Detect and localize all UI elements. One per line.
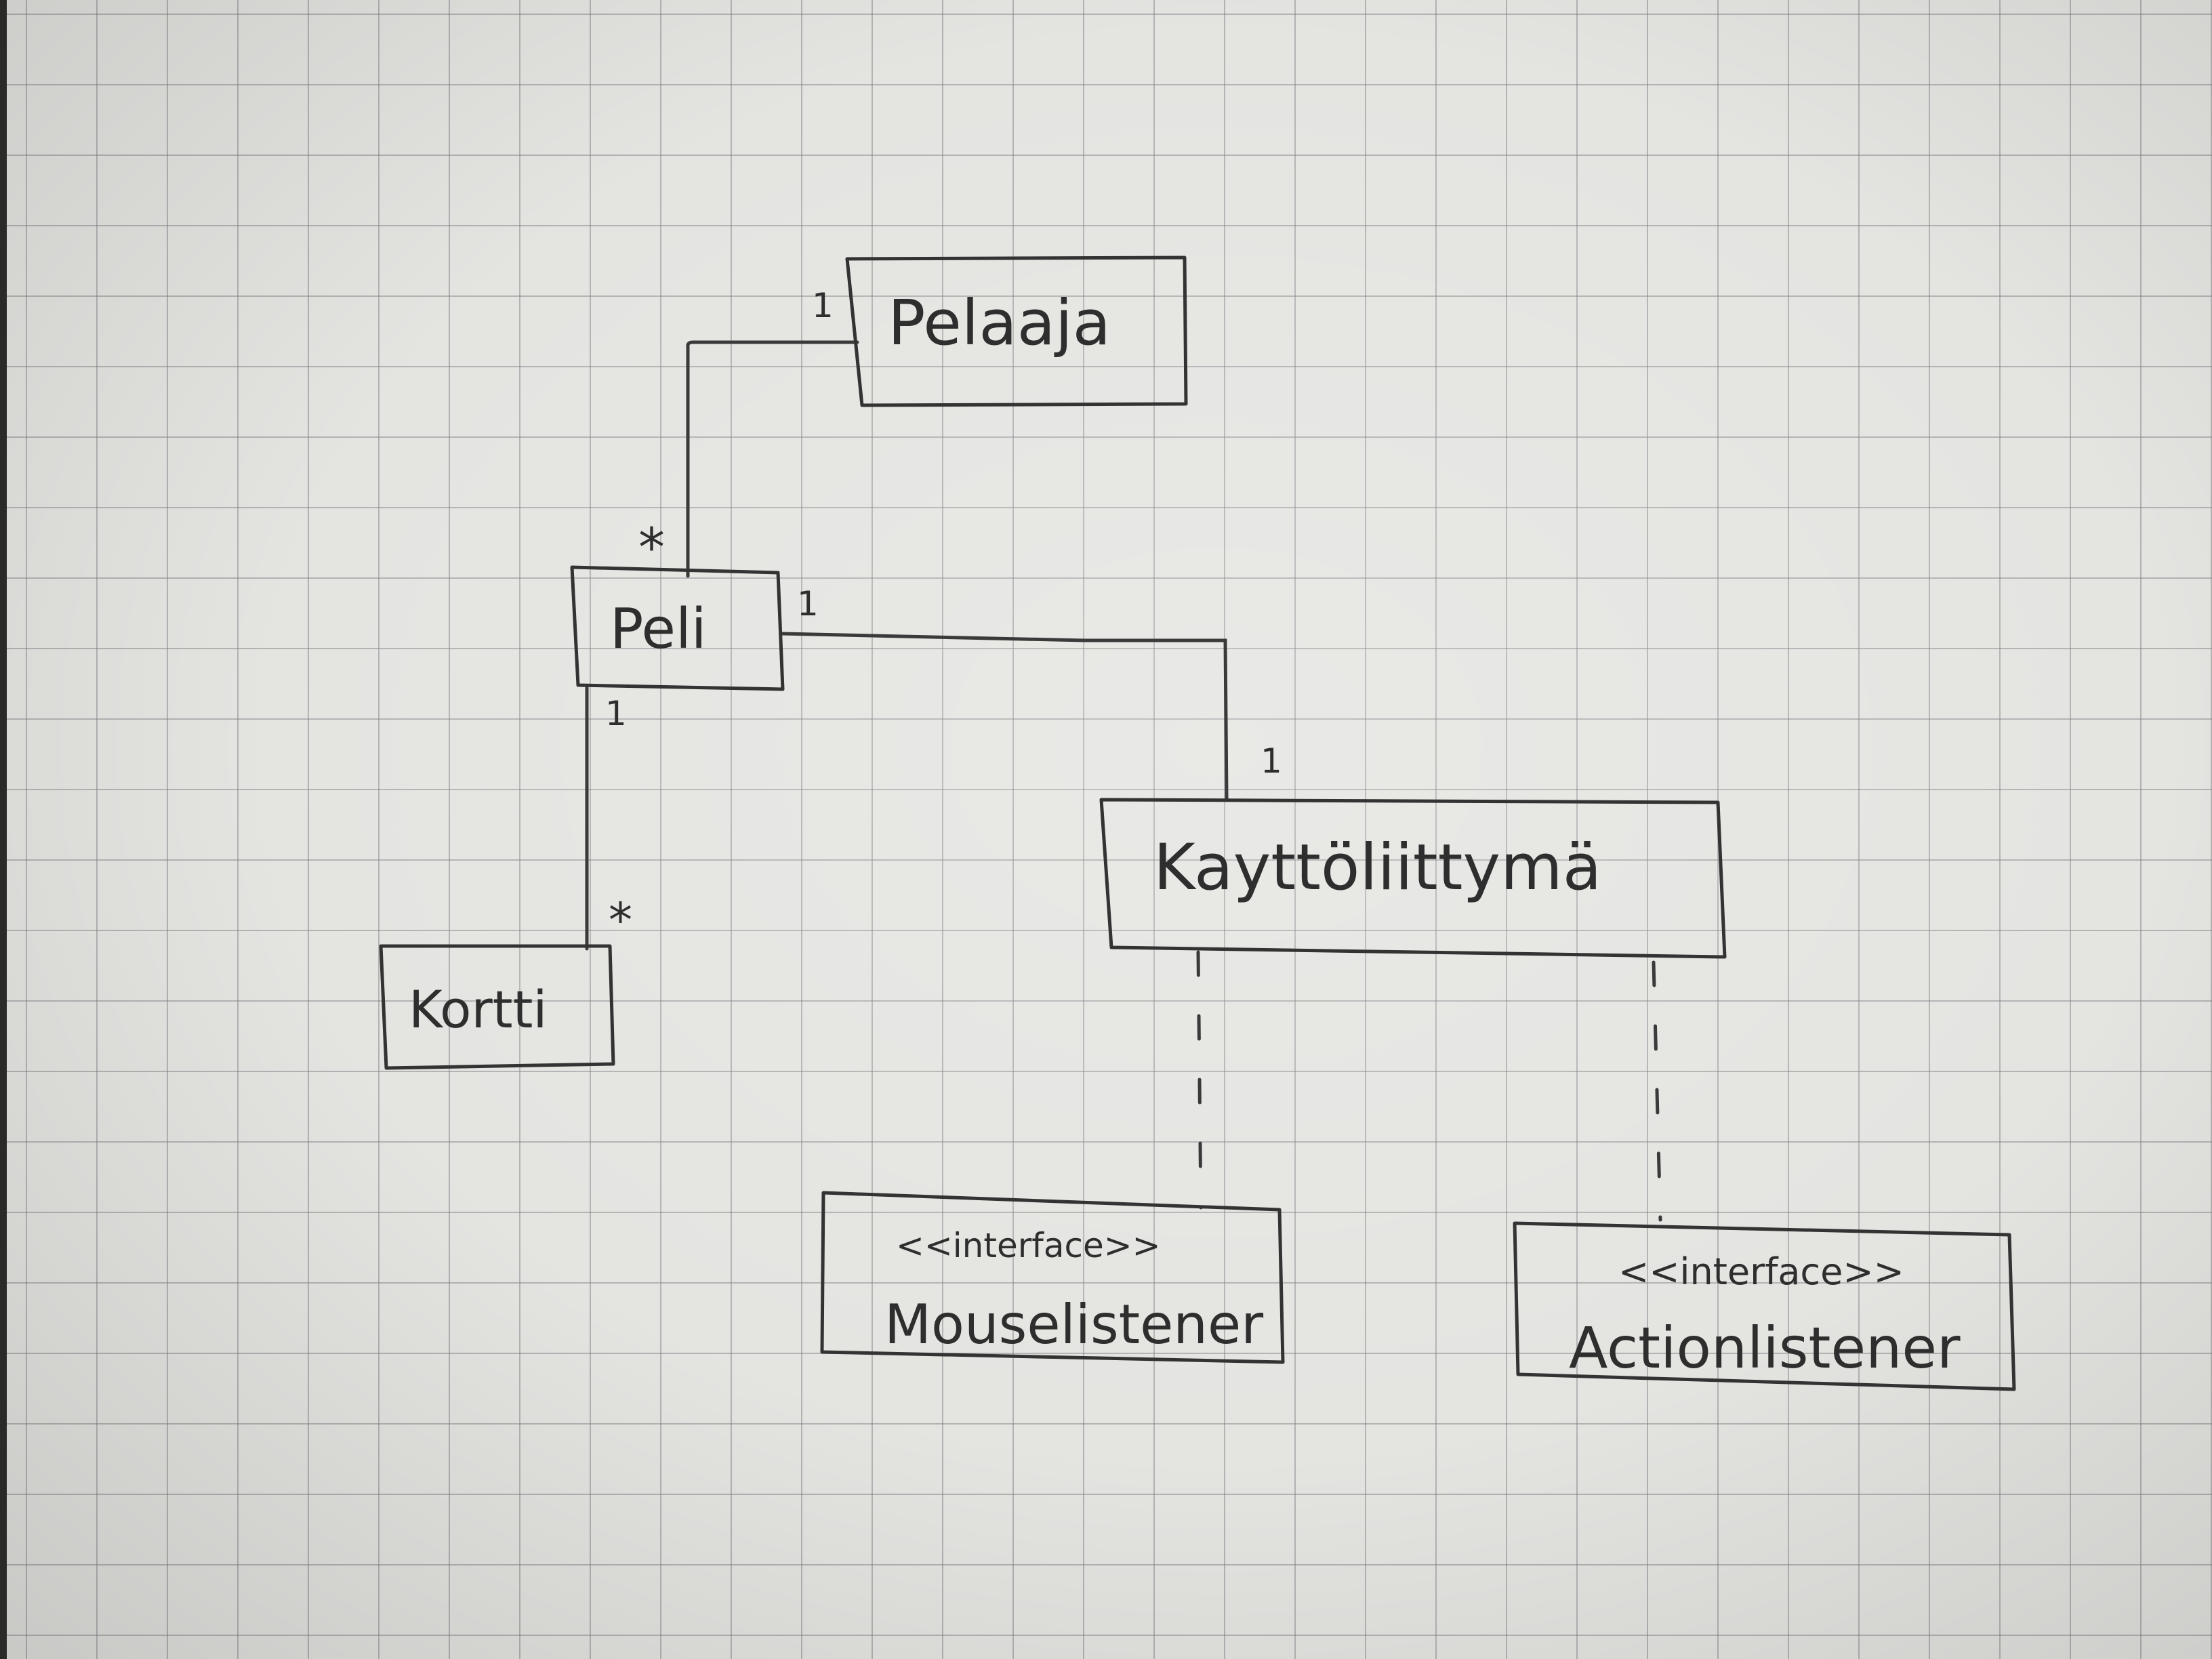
realization-mouselistener — [1196, 950, 1203, 1210]
class-kayttoliittyma: Kayttöliittymä — [1099, 798, 1727, 959]
actionlistener-stereotype: <<interface>> — [1618, 1250, 1904, 1293]
class-mouselistener-label: Mouselistener — [884, 1293, 1263, 1356]
realization-actionlistener — [1652, 960, 1662, 1222]
multiplicity-peli-to-ui: 1 — [797, 584, 819, 623]
multiplicity-pelaaja-end: 1 — [812, 286, 834, 325]
association-peli-kayttoliittyma — [781, 632, 1229, 802]
interface-mouselistener: <<interface>> Mouselistener — [820, 1191, 1285, 1364]
class-kortti: Kortti — [379, 944, 615, 1070]
class-actionlistener-label: Actionlistener — [1569, 1315, 1961, 1381]
multiplicity-kortti-end: * — [609, 893, 632, 948]
class-kortti-label: Kortti — [409, 979, 548, 1040]
multiplicity-ui-end: 1 — [1261, 741, 1282, 781]
class-pelaaja: Pelaaja — [845, 255, 1188, 407]
multiplicity-peli-to-kortti: 1 — [605, 694, 627, 733]
class-pelaaja-label: Pelaaja — [888, 287, 1111, 359]
class-kayttoliittyma-label: Kayttöliittymä — [1153, 831, 1601, 905]
class-peli-label: Peli — [610, 597, 707, 661]
paper-edge — [0, 0, 7, 1659]
multiplicity-peli-to-pelaaja: * — [638, 518, 665, 579]
association-peli-pelaaja — [686, 340, 859, 578]
interface-actionlistener: <<interface>> Actionlistener — [1513, 1221, 2016, 1391]
class-peli: Peli — [570, 565, 785, 691]
mouselistener-stereotype: <<interface>> — [896, 1226, 1161, 1265]
